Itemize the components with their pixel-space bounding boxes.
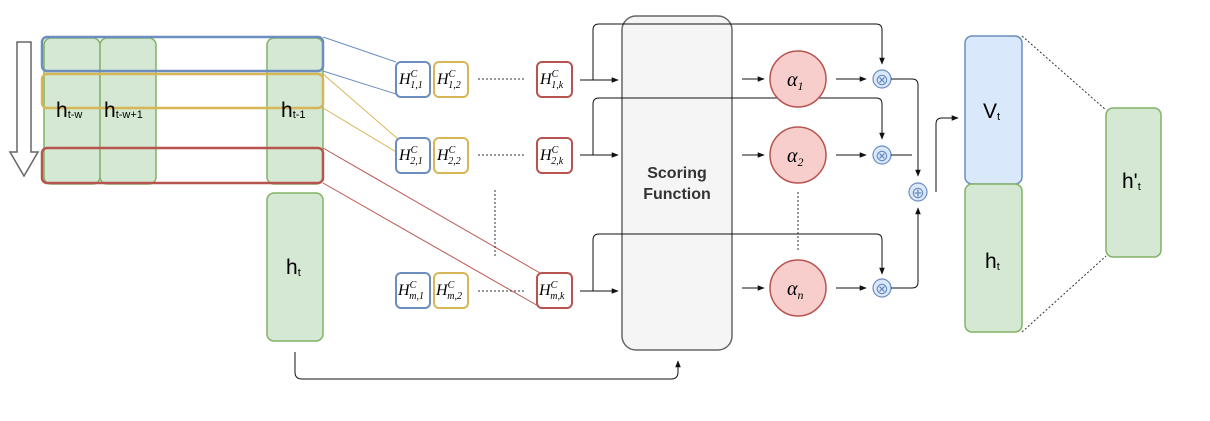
alpha-2-label: α2	[787, 145, 804, 169]
alpha-2-circle	[769, 126, 827, 184]
projection-bottom-line	[1021, 255, 1107, 333]
scoring-function-label-2: Function	[643, 186, 711, 203]
sum-circle	[908, 182, 928, 202]
alpha-1-circle	[769, 50, 827, 108]
skip-connection-row1	[592, 23, 885, 80]
connector-yellow-bottom	[322, 107, 399, 154]
hc-box-2-2	[433, 137, 469, 174]
hc-box-2-1	[395, 137, 431, 174]
hc-box-m-2	[433, 272, 469, 309]
h-t-label: ht	[286, 256, 301, 279]
connector-blue-top	[322, 36, 397, 63]
scoring-function-label-1: Scoring	[647, 165, 707, 182]
hc-box-1-1	[395, 61, 431, 98]
h-t-w-label: ht-w	[56, 99, 82, 122]
h-prime-label: h't	[1122, 170, 1141, 193]
sum-icon: ⊕	[911, 185, 924, 202]
path-multiply1-to-sum	[891, 78, 921, 177]
h-t-1-label: ht-1	[281, 99, 306, 122]
connector-red-top	[322, 147, 541, 274]
connector-red-bottom	[322, 182, 541, 308]
alpha-1-label: α1	[787, 69, 804, 93]
arrow-ht-to-scoring	[294, 352, 681, 380]
scoring-function-box	[621, 15, 733, 351]
hc-box-m-k	[536, 272, 573, 309]
row-highlight-red	[40, 146, 325, 185]
time-direction-arrow	[8, 41, 40, 178]
alpha-n-circle	[769, 259, 827, 317]
row-highlight-yellow	[40, 72, 325, 110]
projection-top-line	[1021, 35, 1107, 111]
ht-output-label: ht	[985, 250, 1000, 273]
connector-blue-bottom	[322, 70, 397, 95]
multiply-n-icon: ⊗	[875, 281, 888, 298]
ht-output-box	[964, 183, 1023, 333]
arrow-sum-to-vt	[935, 115, 959, 192]
hc-box-2-k	[536, 137, 573, 174]
h-t-column	[266, 192, 324, 342]
skip-connection-rowm	[592, 233, 885, 291]
connector-yellow-top	[322, 73, 399, 140]
h-prime-box	[1105, 107, 1162, 258]
path-multiplyn-to-sum	[891, 207, 921, 289]
multiply-1-icon: ⊗	[875, 72, 888, 89]
vt-label: Vt	[983, 100, 1000, 123]
multiply-2-icon: ⊗	[875, 148, 888, 165]
alpha-n-label: αn	[787, 278, 804, 302]
skip-connection-row2	[592, 97, 885, 155]
hc-box-1-2	[433, 61, 469, 98]
hc-box-1-k	[536, 61, 573, 98]
hc-box-m-1	[395, 272, 431, 309]
row-highlight-blue	[40, 35, 325, 73]
h-t-w1-label: ht-w+1	[104, 99, 143, 122]
